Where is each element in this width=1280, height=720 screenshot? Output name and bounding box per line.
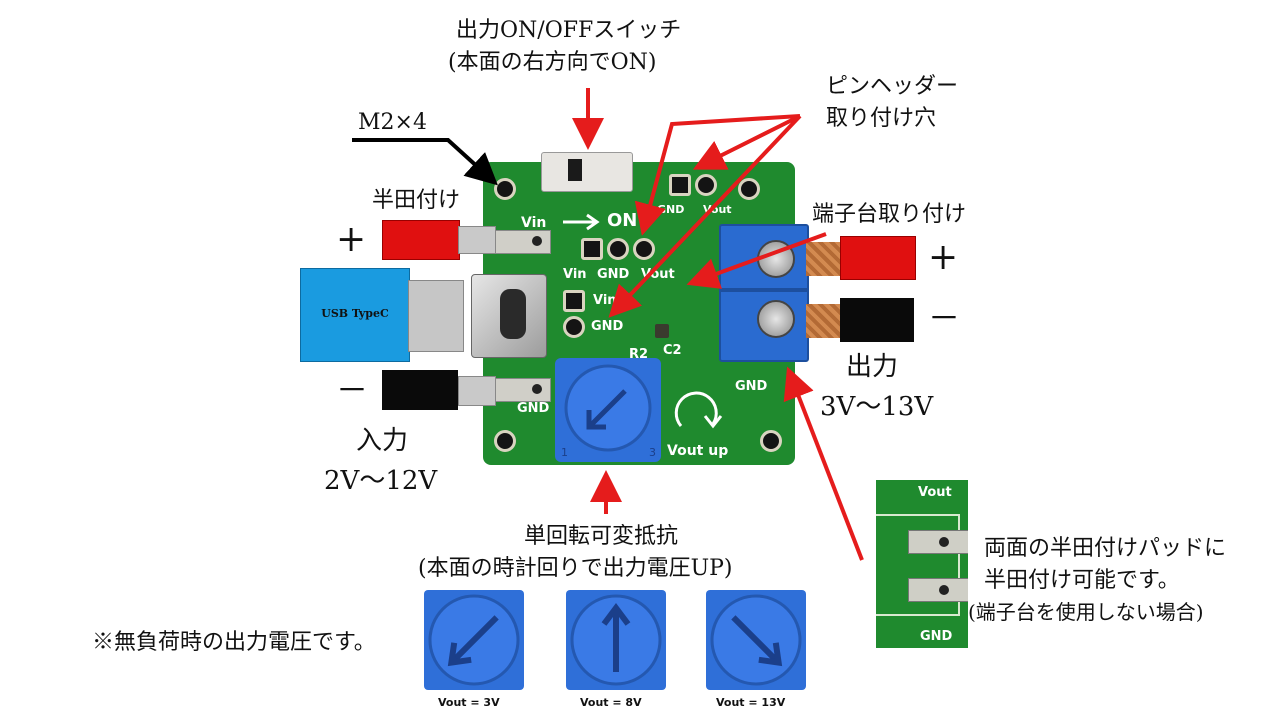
silk-gnd-input: GND — [517, 401, 550, 416]
pot-label-line2: (本面の時計回りで出力電圧UP) — [418, 556, 733, 581]
input-minus-ferrule — [458, 376, 496, 406]
silk-vout-top: Vout — [703, 203, 732, 216]
pot-scale-3: 3 — [649, 446, 656, 459]
silk-c2: C2 — [663, 343, 682, 358]
right-arrow-icon — [563, 213, 600, 231]
output-plus-copper — [806, 242, 840, 276]
pin-hole-gnd-top — [669, 174, 691, 196]
input-minus-pad — [493, 378, 551, 402]
dial-pointer — [447, 615, 499, 667]
slide-switch[interactable] — [541, 152, 633, 192]
arrow-up-icon — [570, 594, 662, 686]
pin-hole-vin-side — [563, 290, 585, 312]
pot-sample-3v — [424, 590, 524, 690]
silk-vout-header: Vout — [641, 267, 675, 282]
usb-type-c-plug: USB TypeC — [300, 268, 410, 362]
screw-minus[interactable] — [757, 300, 795, 338]
inset-pad-minus — [908, 578, 968, 602]
pad-inset-photo: Vout GND — [876, 480, 968, 648]
terminal-label: 端子台取り付け — [812, 202, 967, 227]
mounting-hole-top-left — [494, 178, 516, 200]
usb-c-receptacle — [471, 274, 547, 358]
output-range: 3V〜13V — [820, 392, 934, 422]
input-plus-pad — [493, 230, 551, 254]
silk-gnd-side: GND — [591, 319, 624, 334]
pot-label-line1: 単回転可変抵抗 — [524, 524, 679, 549]
arrow-down-left-icon — [428, 594, 520, 686]
pot-scale-1: 1 — [561, 446, 568, 459]
potentiometer[interactable]: 1 3 — [555, 358, 661, 462]
silk-vout-up: Vout up — [667, 443, 729, 459]
silk-vin-header: Vin — [563, 267, 587, 282]
silk-gnd-output: GND — [735, 379, 768, 394]
output-plus-wire — [840, 236, 916, 280]
pin-header-arrow-1 — [692, 114, 801, 170]
slide-switch-knob — [568, 159, 582, 181]
pad-note-line1: 両面の半田付けパッドに — [984, 536, 1227, 561]
pad-note-line2: 半田付け可能です。 — [984, 568, 1180, 593]
dial-pointer — [731, 615, 783, 667]
screw-label: M2×4 — [358, 110, 427, 135]
silk-vin-side: Vin — [593, 293, 617, 308]
pot-sample-8v — [566, 590, 666, 690]
pot-caption-3v: Vout = 3V — [438, 696, 500, 709]
input-title: 入力 — [356, 426, 409, 456]
input-plus-ferrule — [458, 226, 496, 254]
screw-arrow — [352, 138, 498, 186]
pcb-board: GND Vout Vin ON GND Vin GND Vout Vin GND… — [471, 152, 809, 465]
output-title: 出力 — [846, 352, 899, 382]
terminal-block[interactable] — [719, 224, 809, 362]
input-minus-sign: － — [336, 371, 369, 409]
no-load-note: ※無負荷時の出力電圧です。 — [92, 630, 376, 655]
input-plus-wire — [382, 220, 460, 260]
output-plus-sign: + — [928, 237, 959, 278]
arrow-down-right-icon — [710, 594, 802, 686]
capacitor-c2 — [655, 324, 669, 338]
inset-pad-plus — [908, 530, 968, 554]
pin-hole-gnd-side — [563, 316, 585, 338]
pin-hole-vout — [633, 238, 655, 260]
output-minus-sign: － — [928, 299, 961, 337]
input-range: 2V〜12V — [324, 466, 438, 496]
clockwise-arrow-icon — [674, 391, 723, 429]
pot-sample-13v — [706, 590, 806, 690]
silk-gnd-header: GND — [597, 267, 630, 282]
input-plus-sign: + — [336, 219, 367, 260]
inset-vout-label: Vout — [918, 485, 952, 500]
switch-label-line1: 出力ON/OFFスイッチ — [456, 18, 682, 43]
pin-hole-vin — [581, 238, 603, 260]
silk-vin-switch: Vin — [521, 215, 547, 231]
silk-r2: R2 — [629, 347, 649, 362]
mounting-hole-bottom-right — [760, 430, 782, 452]
switch-label-line2: (本面の右方向でON) — [448, 50, 657, 75]
inset-gnd-label: GND — [920, 629, 953, 644]
output-minus-wire — [840, 298, 914, 342]
pin-hole-gnd — [607, 238, 629, 260]
dial-pointer — [601, 603, 631, 672]
pot-caption-13v: Vout = 13V — [716, 696, 786, 709]
input-minus-wire — [382, 370, 458, 410]
silk-on: ON — [607, 210, 638, 231]
potentiometer-arrow-icon: 1 3 — [561, 364, 656, 459]
pot-caption-8v: Vout = 8V — [580, 696, 642, 709]
mounting-hole-top-right — [738, 178, 760, 200]
pad-note-line3: (端子台を使用しない場合) — [968, 600, 1204, 624]
pin-header-label-line2: 取り付け穴 — [826, 106, 937, 131]
pin-hole-vout-top — [695, 174, 717, 196]
usb-type-c-label: USB TypeC — [321, 307, 389, 320]
solder-label: 半田付け — [372, 188, 461, 213]
mounting-hole-bottom-left — [494, 430, 516, 452]
silk-gnd-top: GND — [657, 203, 685, 216]
usb-plug-metal — [408, 280, 464, 352]
screw-plus[interactable] — [757, 240, 795, 278]
pin-header-label-line1: ピンヘッダー — [826, 74, 959, 99]
output-minus-copper — [806, 304, 840, 338]
